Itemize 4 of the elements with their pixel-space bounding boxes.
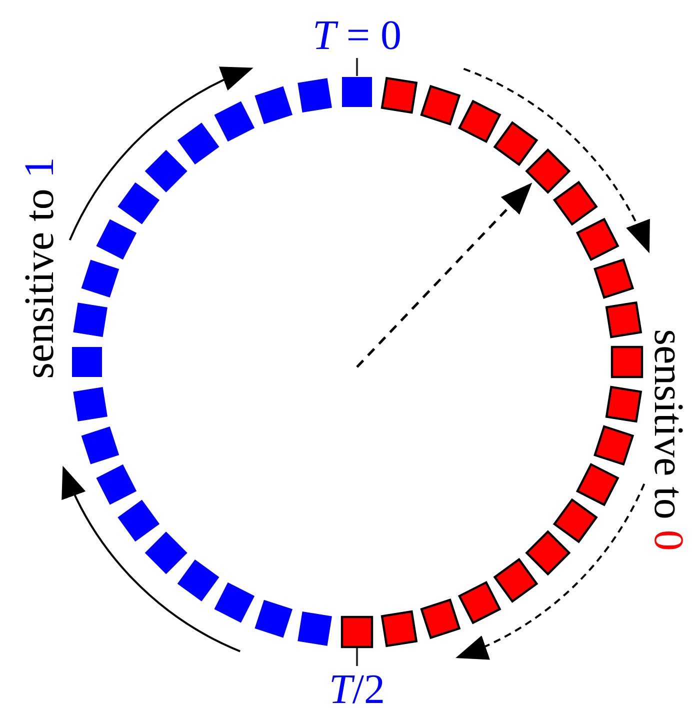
time-label: T/2	[329, 669, 386, 711]
axis-label: sensitive to 1	[18, 157, 61, 379]
time-label: T = 0	[312, 15, 402, 57]
axis-label: sensitive to 0	[646, 329, 689, 551]
